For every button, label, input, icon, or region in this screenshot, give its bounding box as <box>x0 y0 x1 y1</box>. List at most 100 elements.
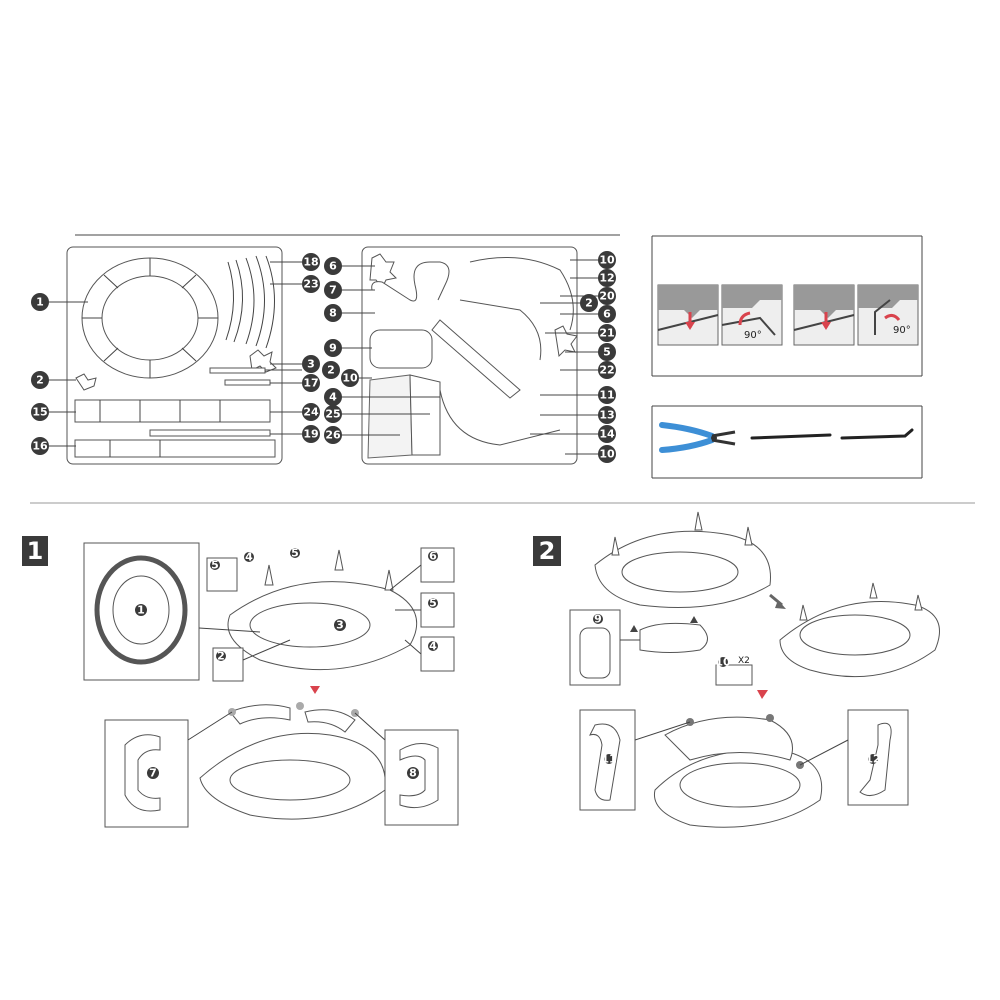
bend-step-3 <box>793 284 855 346</box>
svg-text:9: 9 <box>329 342 337 355</box>
svg-text:21: 21 <box>599 327 614 340</box>
svg-text:9: 9 <box>594 613 602 626</box>
part-2-strip <box>209 367 266 374</box>
callout-7: 7 <box>324 281 342 299</box>
callout-19: 19 <box>302 425 320 443</box>
callout-r10b: 10 <box>598 445 616 463</box>
svg-text:2: 2 <box>327 364 335 377</box>
callout-8: 8 <box>324 304 342 322</box>
callout-2: 2 <box>31 371 49 389</box>
svg-text:18: 18 <box>303 256 318 269</box>
callout-r20: 20 <box>598 287 616 305</box>
svg-text:12: 12 <box>865 753 880 766</box>
callout-24: 24 <box>302 403 320 421</box>
svg-text:16: 16 <box>32 440 48 453</box>
svg-text:1: 1 <box>36 296 44 309</box>
step1-callout-7: 7 <box>147 767 159 780</box>
svg-text:2: 2 <box>36 374 44 387</box>
svg-text:5: 5 <box>603 346 611 359</box>
callout-r21: 21 <box>598 324 616 342</box>
step-2-diagram: 9 10 X2 11 12 <box>569 511 940 828</box>
part-2-long-strip <box>431 319 521 399</box>
callout-16: 16 <box>31 437 49 455</box>
svg-text:11: 11 <box>601 753 616 766</box>
part-12-20-curved-strip <box>469 257 574 331</box>
tweezers-icon <box>750 433 832 440</box>
step2-callout-9: 9 <box>593 613 603 626</box>
callout-9: 9 <box>324 339 342 357</box>
inset-part-5-c <box>420 592 455 628</box>
callout-10: 10 <box>341 369 359 387</box>
bend-step-4-angle: 90° <box>893 325 911 336</box>
svg-text:24: 24 <box>303 406 319 419</box>
callout-r11: 11 <box>598 386 616 404</box>
callout-r13: 13 <box>598 406 616 424</box>
svg-text:4: 4 <box>329 391 337 404</box>
svg-text:8: 8 <box>409 767 417 780</box>
part-6-small-piece <box>369 253 398 289</box>
step1-callout-1: 1 <box>135 604 147 617</box>
bending-instructions-panel: 90° 90° <box>651 235 923 377</box>
svg-text:6: 6 <box>603 308 611 321</box>
callout-r5: 5 <box>598 343 616 361</box>
svg-text:6: 6 <box>429 550 437 563</box>
callout-r14: 14 <box>598 425 616 443</box>
svg-text:17: 17 <box>303 377 318 390</box>
svg-text:12: 12 <box>599 272 614 285</box>
step1-callout-5a: 5 <box>210 559 220 572</box>
svg-text:7: 7 <box>329 284 337 297</box>
svg-text:10: 10 <box>715 656 731 669</box>
svg-text:2: 2 <box>585 297 593 310</box>
svg-text:6: 6 <box>329 260 337 273</box>
svg-text:15: 15 <box>32 406 47 419</box>
inset-part-5-a <box>206 557 238 592</box>
svg-text:23: 23 <box>303 278 318 291</box>
inset-part-10 <box>715 664 753 686</box>
tools-panel <box>651 405 923 479</box>
part-2-fragment <box>75 373 97 391</box>
svg-text:19: 19 <box>303 428 318 441</box>
step-1-badge: 1 <box>22 536 48 566</box>
callout-23: 23 <box>302 275 320 293</box>
callout-17: 17 <box>302 374 320 392</box>
part-25-grandstand <box>367 374 413 459</box>
step-2-badge: 2 <box>533 536 561 566</box>
svg-text:1: 1 <box>137 604 145 617</box>
step1-callout-4: 4 <box>244 551 254 564</box>
svg-text:25: 25 <box>325 408 340 421</box>
part-13-14-curved-strip <box>439 389 561 446</box>
part-26-panel <box>409 374 441 456</box>
callout-r2: 2 <box>580 294 598 312</box>
svg-text:8: 8 <box>329 307 337 320</box>
svg-text:5: 5 <box>429 597 437 610</box>
callout-25: 25 <box>324 405 342 423</box>
callout-18: 18 <box>302 253 320 271</box>
svg-text:5: 5 <box>211 559 219 572</box>
svg-text:3: 3 <box>336 619 344 632</box>
step1-callout-5c: 5 <box>428 597 438 610</box>
callout-1: 1 <box>31 293 49 311</box>
callout-r10: 10 <box>598 251 616 269</box>
part-19-strip <box>149 429 271 437</box>
part-21-curved-strip <box>459 299 542 361</box>
part-9-oval-floor <box>369 329 433 369</box>
svg-text:13: 13 <box>599 409 614 422</box>
part-16-wall-panel <box>74 439 276 458</box>
part-17-strip <box>224 379 271 386</box>
svg-text:3: 3 <box>307 358 315 371</box>
svg-text:22: 22 <box>599 364 614 377</box>
callout-26: 26 <box>324 426 342 444</box>
svg-text:10: 10 <box>599 448 615 461</box>
step1-callout-2: 2 <box>216 650 226 663</box>
step2-callout-10: 10 <box>715 656 731 669</box>
part-18-23-curved-strips <box>225 255 275 349</box>
step-2-field-insert <box>639 622 708 653</box>
step-1-field-floor <box>249 602 371 648</box>
step1-callout-4b: 4 <box>428 640 438 653</box>
bend-step-1 <box>657 284 719 346</box>
bend-step-2: 90° <box>721 284 783 346</box>
part-7-8-curved-strip <box>371 261 450 302</box>
svg-text:14: 14 <box>599 428 615 441</box>
callout-15: 15 <box>31 403 49 421</box>
